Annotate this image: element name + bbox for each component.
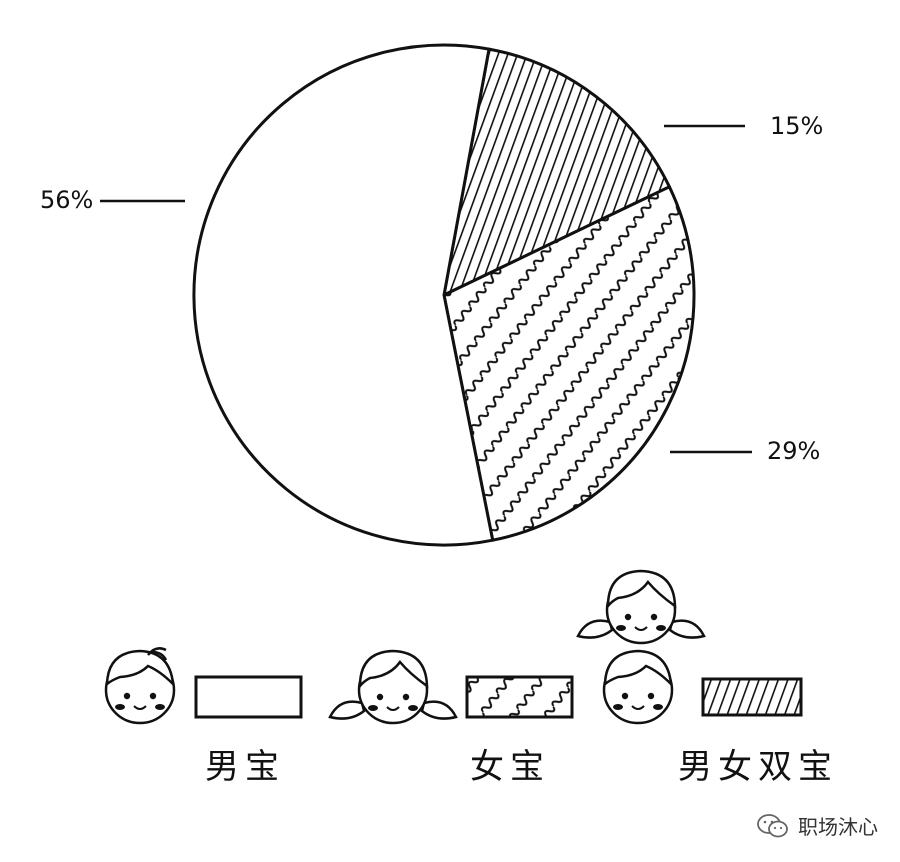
pie-slice-boys	[192, 43, 495, 547]
pct-label-girls: 29%	[767, 437, 820, 465]
girl-face-icon	[576, 569, 706, 645]
pie-slice-girls	[442, 185, 696, 542]
wechat-icon	[757, 813, 788, 837]
legend-swatch-girls	[465, 675, 574, 719]
legend-swatch-boys	[194, 675, 303, 719]
pct-label-both: 15%	[770, 112, 823, 140]
pie-slices	[192, 43, 696, 547]
legend-swatch-both	[701, 677, 803, 717]
pie-slice-both	[442, 47, 671, 297]
boy-face-icon	[602, 649, 674, 725]
boy-face-icon	[104, 647, 176, 725]
legend-label-both: 男女双宝	[678, 747, 838, 787]
legend-label-boys: 男宝	[205, 747, 285, 787]
legend-item-girls: 女宝	[328, 649, 574, 787]
pct-label-boys: 56%	[40, 186, 93, 214]
girl-face-icon	[328, 649, 458, 725]
watermark-text: 职场沐心	[798, 815, 878, 839]
watermark: 职场沐心	[756, 811, 878, 840]
legend-label-girls: 女宝	[470, 747, 550, 787]
legend-item-both: 男女双宝	[576, 569, 838, 787]
legend-item-boys: 男宝	[104, 647, 303, 787]
